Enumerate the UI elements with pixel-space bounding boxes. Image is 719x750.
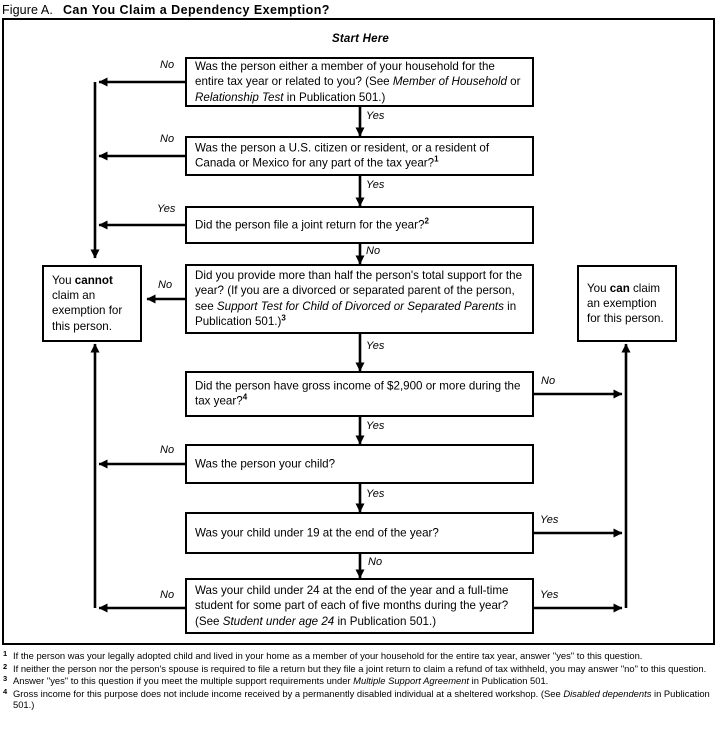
edge-label-q6-yes: Yes bbox=[366, 488, 385, 500]
terminal-box-can-claim[interactable]: You can claim an exemption for this pers… bbox=[577, 265, 677, 342]
footnote-item: 2 If neither the person nor the person's… bbox=[2, 661, 717, 675]
footnote-marker: 2 bbox=[3, 661, 8, 671]
edge-label-q8-no: No bbox=[160, 589, 175, 601]
chart-frame bbox=[2, 18, 715, 645]
footnote-item: 4 Gross income for this purpose does not… bbox=[2, 686, 717, 711]
edge-label-q1-no: No bbox=[160, 59, 175, 71]
question-box-child-under-24-student[interactable]: Was your child under 24 at the end of th… bbox=[185, 578, 534, 634]
footnote-text: Answer "yes" to this question if you mee… bbox=[13, 675, 549, 687]
question-box-citizen-or-resident[interactable]: Was the person a U.S. citizen or residen… bbox=[185, 136, 534, 176]
edge-label-q8-yes: Yes bbox=[540, 589, 559, 601]
footnote-text: If neither the person nor the person's s… bbox=[13, 662, 707, 674]
figure-label: Figure A. bbox=[2, 3, 53, 17]
question-text: Was your child under 19 at the end of th… bbox=[195, 526, 439, 540]
footnotes: 1 If the person was your legally adopted… bbox=[2, 649, 717, 712]
footnote-marker: 4 bbox=[3, 686, 8, 696]
edge-label-q3-no: No bbox=[366, 245, 381, 257]
question-box-child-under-19[interactable]: Was your child under 19 at the end of th… bbox=[185, 512, 534, 554]
question-text: Was the person either a member of your h… bbox=[195, 59, 521, 104]
footnote-marker: 1 bbox=[3, 649, 8, 658]
question-text: Did the person file a joint return for t… bbox=[195, 216, 429, 232]
terminal-text: You cannot claim an exemption for this p… bbox=[52, 273, 123, 333]
question-text: Was the person a U.S. citizen or residen… bbox=[195, 141, 490, 170]
terminal-box-cannot-claim[interactable]: You cannot claim an exemption for this p… bbox=[42, 265, 142, 342]
footnote-text: If the person was your legally adopted c… bbox=[13, 650, 643, 661]
edge-label-q6-no: No bbox=[160, 444, 175, 456]
question-text: Did the person have gross income of $2,9… bbox=[195, 379, 521, 408]
footnote-text: Gross income for this purpose does not i… bbox=[13, 687, 710, 711]
question-box-household-or-related[interactable]: Was the person either a member of your h… bbox=[185, 57, 534, 107]
question-box-joint-return[interactable]: Did the person file a joint return for t… bbox=[185, 206, 534, 244]
question-text: Was your child under 24 at the end of th… bbox=[195, 583, 509, 628]
edge-label-q2-yes: Yes bbox=[366, 179, 385, 191]
terminal-text: You can claim an exemption for this pers… bbox=[587, 281, 664, 326]
edge-label-q4-yes: Yes bbox=[366, 340, 385, 352]
edge-label-q7-no: No bbox=[368, 556, 383, 568]
page-title: Figure A. Can You Claim a Dependency Exe… bbox=[2, 0, 330, 17]
edge-label-q1-yes: Yes bbox=[366, 110, 385, 122]
question-text: Did you provide more than half the perso… bbox=[195, 269, 523, 329]
edge-label-q3-yes: Yes bbox=[157, 203, 176, 215]
footnote-item: 1 If the person was your legally adopted… bbox=[2, 649, 717, 662]
question-box-half-support[interactable]: Did you provide more than half the perso… bbox=[185, 264, 534, 334]
edge-label-q5-no: No bbox=[541, 375, 556, 387]
question-box-person-your-child[interactable]: Was the person your child? bbox=[185, 444, 534, 484]
edge-label-q7-yes: Yes bbox=[540, 514, 559, 526]
figure-heading: Can You Claim a Dependency Exemption? bbox=[62, 3, 330, 17]
start-here-label: Start Here bbox=[332, 33, 389, 45]
edge-label-q2-no: No bbox=[160, 133, 175, 145]
footnote-item: 3 Answer "yes" to this question if you m… bbox=[2, 674, 717, 687]
footnote-marker: 3 bbox=[3, 674, 8, 684]
question-text: Was the person your child? bbox=[195, 457, 336, 471]
question-box-gross-income[interactable]: Did the person have gross income of $2,9… bbox=[185, 371, 534, 417]
edge-label-q5-yes: Yes bbox=[366, 420, 385, 432]
edge-label-q4-no: No bbox=[158, 279, 173, 291]
